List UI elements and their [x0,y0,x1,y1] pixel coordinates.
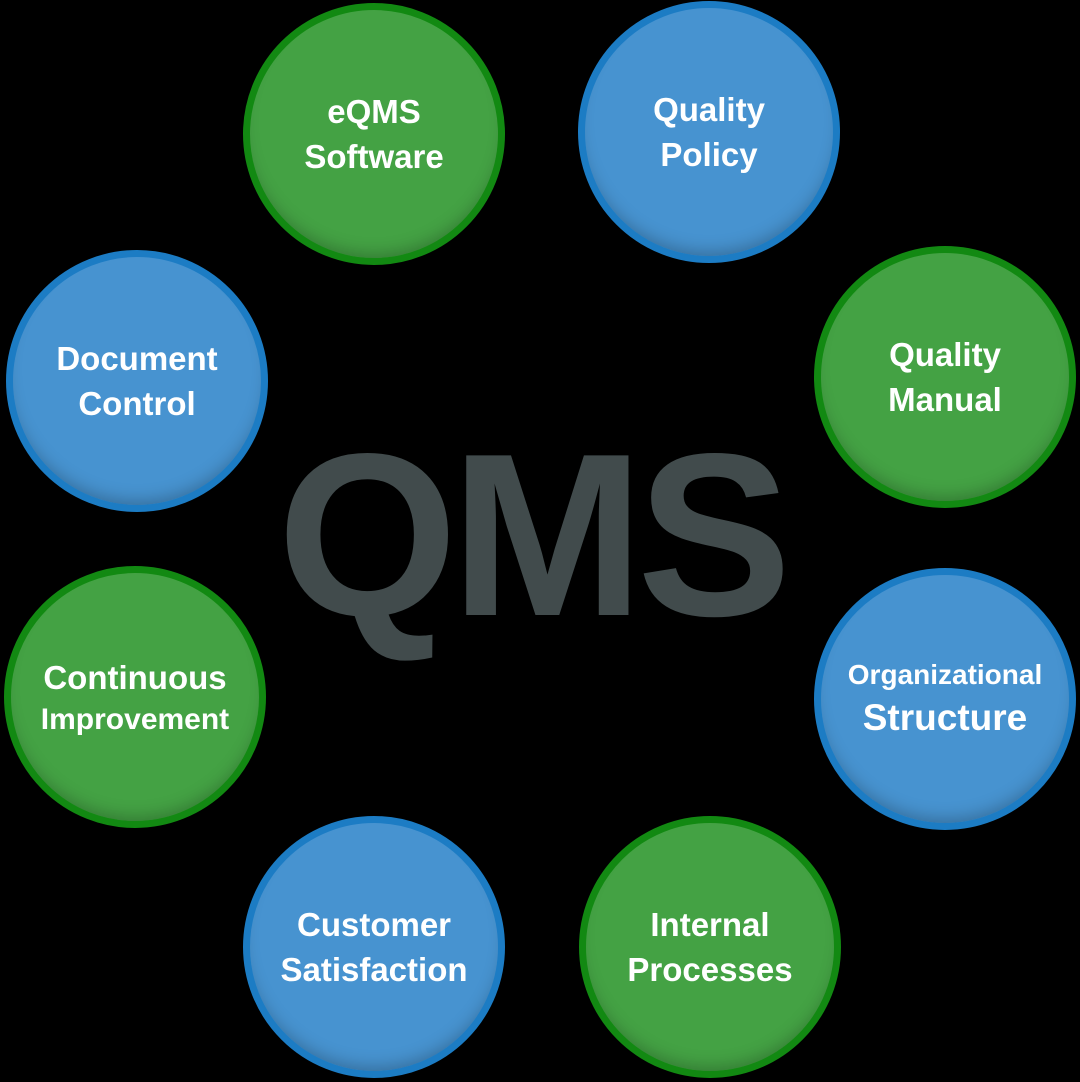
circle-label-line2: Structure [862,697,1028,738]
circle-label-line2: Software [304,138,444,175]
circle-document-control: Document Control [6,250,268,512]
circle-eqms-software: eQMS Software [243,3,505,265]
circle-label-line1: Document [56,340,218,377]
circle-label-line1: Internal [650,906,770,943]
circle-organizational-structure: Organizational Structure [814,568,1076,830]
circle-label-line2: Manual [888,381,1002,418]
circle-label-line2: Improvement [40,702,230,736]
circle-label-line1: eQMS [327,93,421,130]
circle-label-line1: Organizational [847,659,1043,690]
qms-wordmark: QMS [277,405,791,665]
circle-label-line1: Quality [653,91,765,128]
circle-continuous-improvement: Continuous Improvement [4,566,266,828]
circle-quality-policy: Quality Policy [578,1,840,263]
circle-label-line2: Satisfaction [280,951,468,988]
circle-label-line1: Quality [889,336,1001,373]
circle-label-line1: Continuous [43,658,227,696]
circle-label-line1: Customer [296,906,452,943]
circle-customer-satisfaction: Customer Satisfaction [243,816,505,1078]
circle-label-line2: Policy [660,136,758,173]
circle-quality-manual: Quality Manual [814,246,1076,508]
circle-label-line2: Control [78,385,196,422]
circle-internal-processes: Internal Processes [579,816,841,1078]
circle-label-line2: Processes [627,951,793,988]
